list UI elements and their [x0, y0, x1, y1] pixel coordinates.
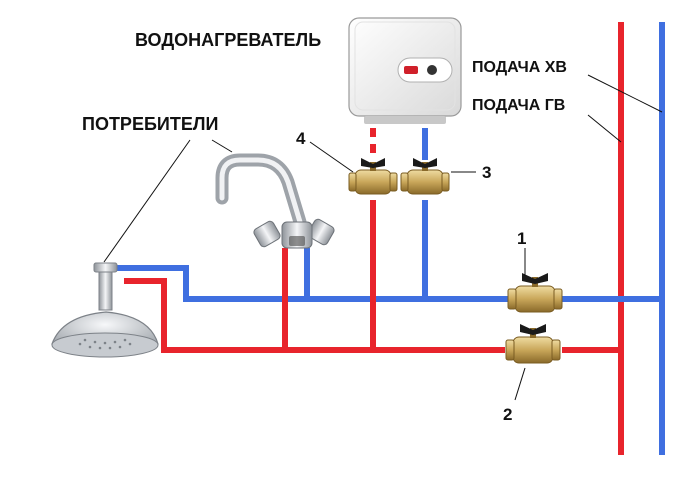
label-hot-supply: ПОДАЧА ГВ	[472, 97, 565, 114]
label-valve-2: 2	[503, 405, 512, 424]
leader-consumers-faucet	[211, 139, 233, 153]
leader-valve-4	[309, 141, 354, 173]
hot-water-pipe	[124, 278, 505, 353]
water-heater	[348, 17, 462, 124]
faucet-mixer	[215, 153, 335, 249]
label-valve-1: 1	[517, 229, 526, 248]
label-valve-4: 4	[296, 129, 306, 148]
label-cold-supply: ПОДАЧА ХВ	[472, 59, 567, 76]
ball-valve-2	[505, 324, 561, 364]
label-consumers: ПОТРЕБИТЕЛИ	[82, 114, 218, 134]
leader-consumers-shower	[103, 139, 191, 263]
label-valve-3: 3	[482, 163, 491, 182]
label-water-heater: ВОДОНАГРЕВАТЕЛЬ	[135, 30, 321, 50]
leader-hot-supply	[587, 114, 622, 143]
ball-valve-1	[507, 273, 563, 313]
leader-cold-supply	[587, 74, 663, 113]
cold-water-pipe	[117, 265, 510, 302]
leader-valve-2	[514, 367, 526, 401]
ball-valve-4	[348, 158, 398, 195]
ball-valve-3	[400, 158, 450, 195]
shower-head	[51, 262, 159, 358]
